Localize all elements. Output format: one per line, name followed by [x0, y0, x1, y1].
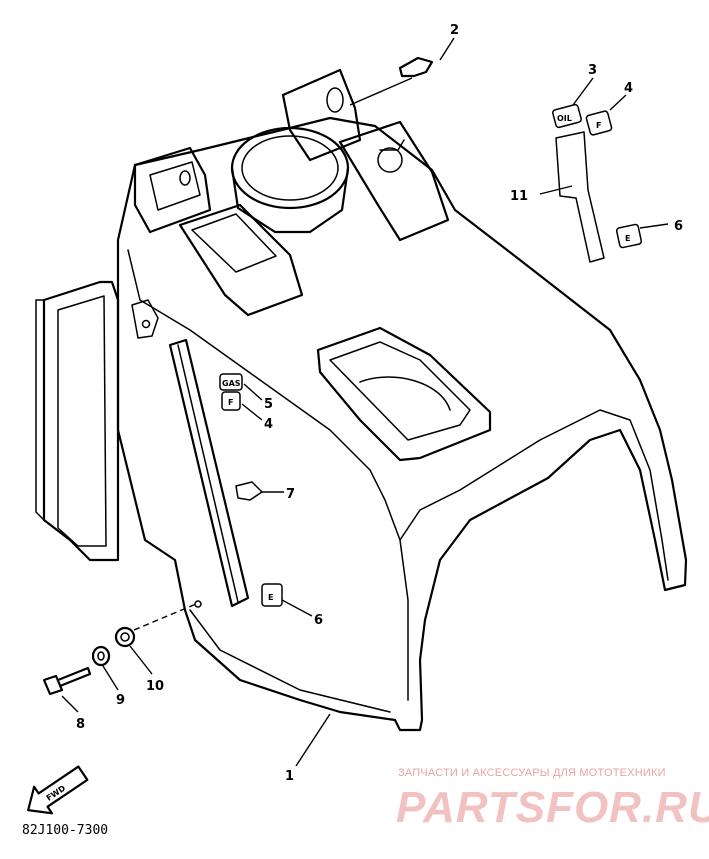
- diagram-code: 82J100-7300: [22, 823, 108, 838]
- callout-10: 10: [146, 679, 164, 694]
- decal-set-right: OIL F E: [539, 77, 669, 263]
- callout-9: 9: [116, 693, 125, 708]
- decal-empty-label-left: E: [268, 593, 273, 602]
- decal-set-left: GAS F E: [219, 373, 313, 617]
- watermark-logo: PARTSFOR.RU: [396, 783, 709, 832]
- callout-4-top: 4: [624, 81, 633, 96]
- callout-11: 11: [510, 189, 528, 204]
- decal-empty-label: E: [625, 234, 630, 243]
- cover-part-2: [349, 37, 455, 106]
- callout-5: 5: [264, 397, 273, 412]
- callout-4-side: 4: [264, 417, 273, 432]
- decal-gas-label: GAS: [222, 379, 241, 388]
- callout-8: 8: [76, 717, 85, 732]
- callout-1: 1: [285, 769, 294, 784]
- fwd-arrow-icon: FWD: [27, 765, 89, 815]
- leader-part-1: [295, 713, 331, 767]
- callout-7: 7: [286, 487, 295, 502]
- body-panel: [35, 68, 688, 732]
- fasteners: [42, 603, 197, 713]
- decal-oil-label: OIL: [557, 114, 572, 123]
- callout-2: 2: [450, 23, 459, 38]
- callout-3: 3: [588, 63, 597, 78]
- watermark-subtitle: ЗАПЧАСТИ И АКСЕССУАРЫ ДЛЯ МОТОТЕХНИКИ: [398, 767, 666, 779]
- callout-6-top: 6: [674, 219, 683, 234]
- decal-fuel-label-left: F: [228, 398, 233, 407]
- callout-6-side: 6: [314, 613, 323, 628]
- callout-numbers: 1 2 3 4 4 5 6 6 7 8 9 10 11: [76, 23, 683, 784]
- decal-fuel-label: F: [596, 121, 601, 130]
